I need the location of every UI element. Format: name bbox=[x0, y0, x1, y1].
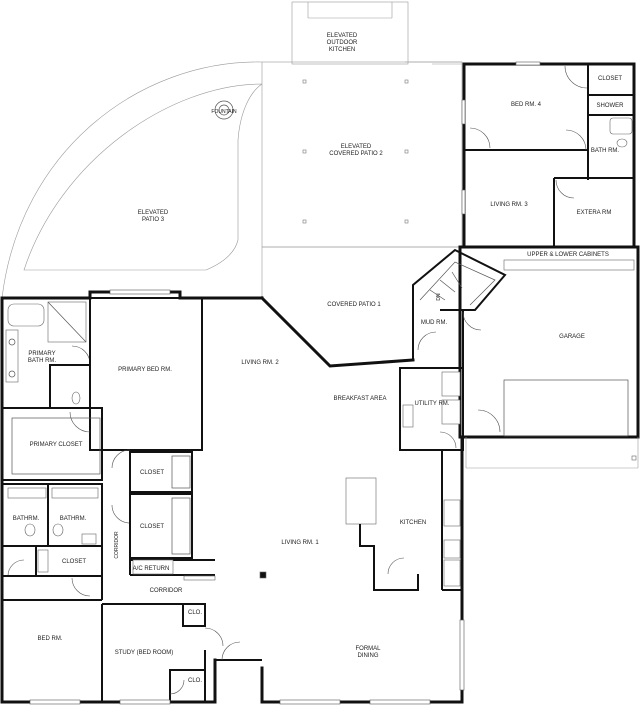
label-primary-bath: BATH RM. bbox=[28, 358, 57, 364]
top-right-wing bbox=[461, 61, 636, 249]
label-breakfast: BREAKFAST AREA bbox=[334, 396, 387, 402]
label-formal-dining: DINING bbox=[358, 653, 379, 659]
label-patio-3: PATIO 3 bbox=[142, 217, 165, 223]
label-dn: DN bbox=[436, 293, 442, 301]
label-study: STUDY (BED ROOM) bbox=[115, 650, 174, 656]
label-living-rm-2: LIVING RM. 2 bbox=[241, 360, 279, 366]
label-corridor-vertical: CORRIDOR bbox=[114, 531, 120, 559]
label-living-rm-3: LIVING RM. 3 bbox=[490, 202, 528, 208]
label-bath-rm: BATH RM. bbox=[591, 148, 620, 154]
outdoor-kitchen-outline bbox=[291, 1, 409, 65]
label-fountain: FOUNTAIN bbox=[211, 109, 237, 115]
label-primary-bath: PRIMARY bbox=[28, 351, 55, 357]
utility-block bbox=[399, 367, 464, 451]
label-outdoor-kitchen: OUTDOOR bbox=[327, 40, 358, 46]
label-formal-dining: FORMAL bbox=[355, 646, 381, 652]
label-clo-1: CLO. bbox=[188, 610, 202, 616]
label-mud-rm: MUD RM. bbox=[421, 320, 448, 326]
label-covered-patio-2: COVERED PATIO 2 bbox=[329, 151, 383, 157]
kitchen-block bbox=[29, 450, 465, 705]
label-ac-return: A/C RETURN bbox=[133, 566, 170, 572]
label-primary-bed: PRIMARY BED RM. bbox=[118, 367, 172, 373]
label-utility: UTILITY RM. bbox=[415, 401, 450, 407]
left-wing-interior bbox=[1, 289, 241, 703]
label-bathrm-1: BATHRM. bbox=[13, 516, 40, 522]
label-bed-rm: BED RM. bbox=[37, 636, 62, 642]
elevated-patio-3-outline bbox=[1, 61, 263, 299]
room-labels: ELEVATED OUTDOOR KITCHEN FOUNTAIN ELEVAT… bbox=[13, 33, 624, 684]
label-primary-closet: PRIMARY CLOSET bbox=[30, 442, 83, 448]
label-covered-patio-2: ELEVATED bbox=[341, 144, 372, 150]
label-kitchen: KITCHEN bbox=[400, 520, 426, 526]
label-outdoor-kitchen: ELEVATED bbox=[327, 33, 358, 39]
patio-posts bbox=[302, 79, 409, 224]
label-closet-3: CLOSET bbox=[62, 559, 86, 565]
fountain-icon bbox=[214, 100, 234, 120]
label-clo-2: CLO. bbox=[188, 678, 202, 684]
label-cabinets: UPPER & LOWER CABINETS bbox=[527, 252, 609, 258]
label-bathrm-2: BATHRM. bbox=[60, 516, 87, 522]
label-outdoor-kitchen: KITCHEN bbox=[329, 47, 355, 53]
label-closet-1: CLOSET bbox=[140, 470, 164, 476]
outdoor-areas bbox=[1, 1, 463, 299]
label-shower: SHOWER bbox=[597, 103, 625, 109]
label-living-rm-1: LIVING RM. 1 bbox=[281, 540, 319, 546]
label-garage: GARAGE bbox=[559, 334, 585, 340]
label-bed-rm-4: BED RM. 4 bbox=[511, 102, 542, 108]
label-patio-3: ELEVATED bbox=[138, 210, 169, 216]
garage-block bbox=[458, 245, 640, 469]
label-covered-patio-1: COVERED PATIO 1 bbox=[327, 302, 381, 308]
label-closet-2: CLOSET bbox=[140, 524, 164, 530]
label-closet-top: CLOSET bbox=[598, 76, 622, 82]
label-extera-rm: EXTERA RM bbox=[577, 210, 612, 216]
label-corridor-horizontal: CORRIDOR bbox=[150, 588, 183, 594]
